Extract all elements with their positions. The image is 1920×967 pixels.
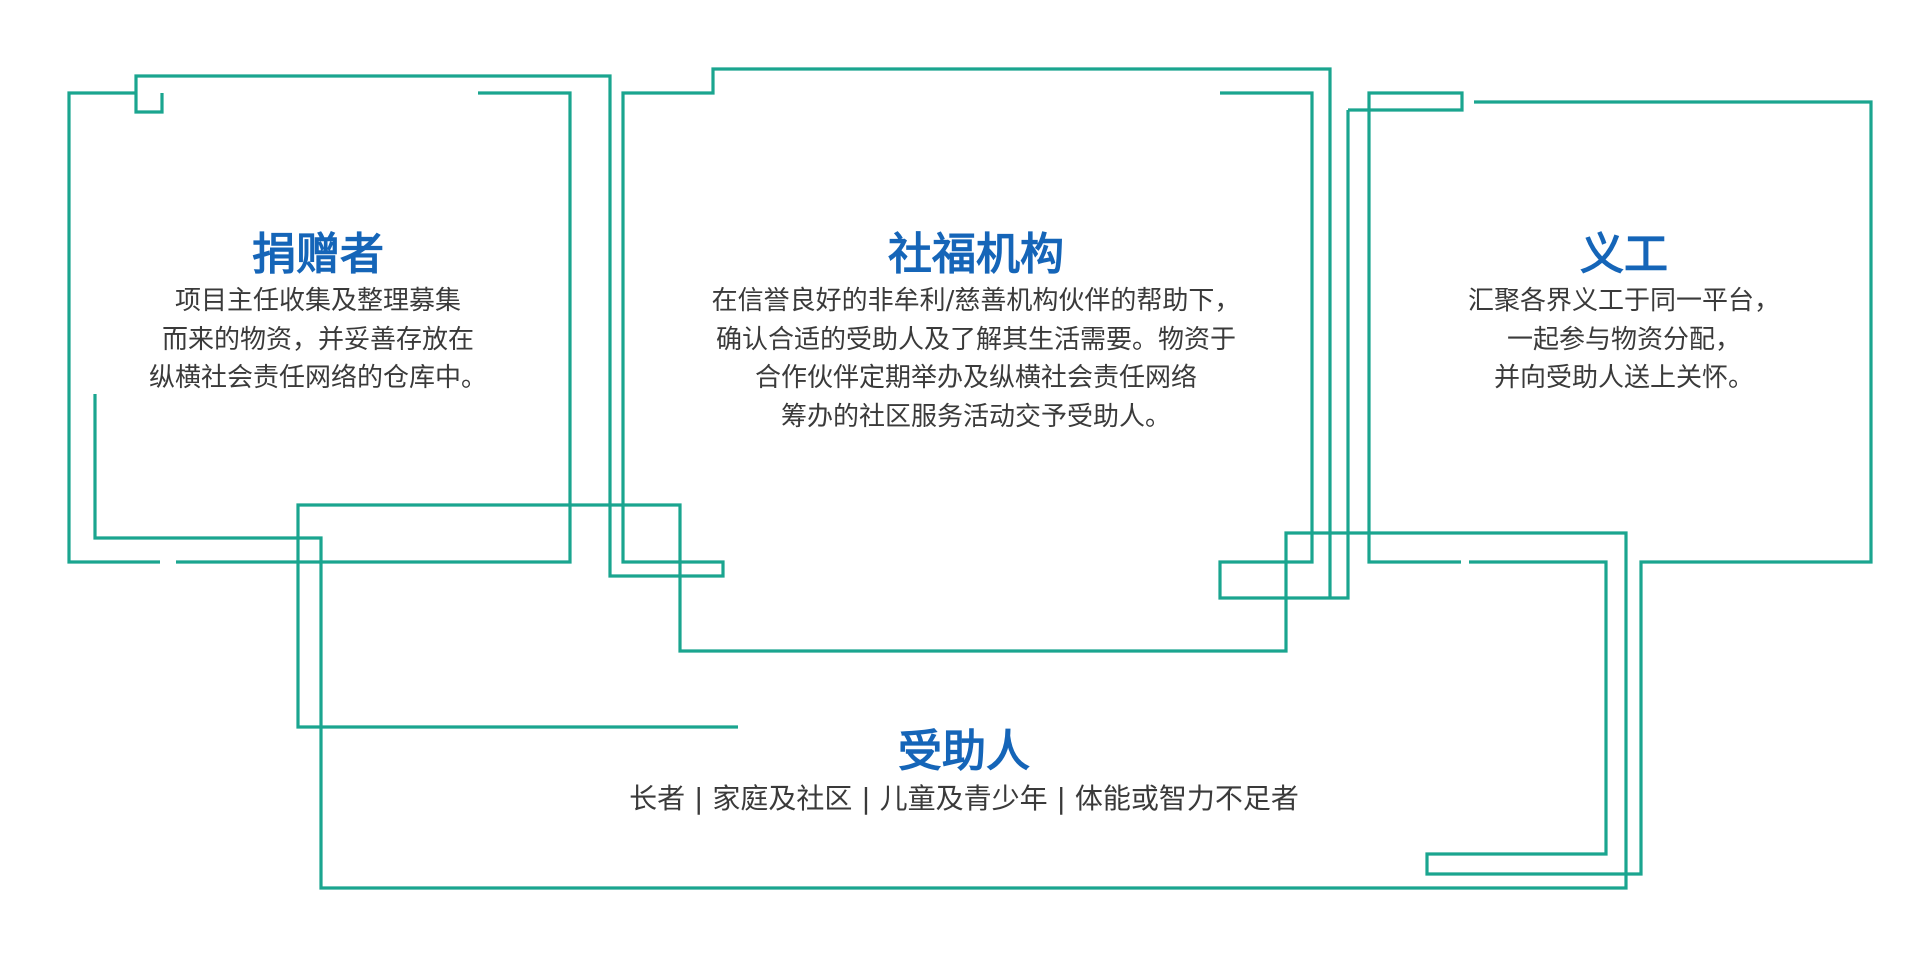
organization-block: 社福机构 在信誉良好的非牟利/慈善机构伙伴的帮助下， 确认合适的受助人及了解其生… bbox=[712, 230, 1241, 436]
organization-frame-right bbox=[1218, 91, 1350, 600]
donor-title: 捐赠者 bbox=[251, 229, 384, 280]
organization-line: 确认合适的受助人及了解其生活需要。物资于 bbox=[715, 324, 1237, 355]
volunteer-line: 汇聚各界义工于同一平台， bbox=[1467, 286, 1781, 316]
volunteer-line: 并向受助人送上关怀。 bbox=[1493, 363, 1755, 393]
donor-frame bbox=[67, 91, 572, 564]
organization-title: 社福机构 bbox=[887, 229, 1064, 280]
beneficiary-title: 受助人 bbox=[898, 726, 1030, 777]
donor-line: 纵横社会责任网络的仓库中。 bbox=[148, 363, 488, 393]
volunteer-line: 一起参与物资分配， bbox=[1506, 324, 1742, 355]
volunteer-title: 义工 bbox=[1579, 229, 1668, 280]
volunteer-block: 义工 汇聚各界义工于同一平台， 一起参与物资分配， 并向受助人送上关怀。 bbox=[1468, 230, 1780, 398]
donor-organization-link bbox=[134, 67, 1332, 598]
organization-line: 合作伙伴定期举办及纵横社会责任网络 bbox=[754, 363, 1198, 393]
beneficiary-categories: 长者 | 家庭及社区 | 儿童及青少年 | 体能或智力不足者 bbox=[629, 782, 1299, 815]
beneficiary-block: 受助人 长者 | 家庭及社区 | 儿童及青少年 | 体能或智力不足者 bbox=[629, 727, 1299, 819]
volunteer-frame bbox=[1348, 91, 1873, 876]
donor-line: 而来的物资，并妥善存放在 bbox=[161, 324, 475, 355]
donor-line: 项目主任收集及整理募集 bbox=[174, 286, 462, 316]
organization-line: 筹办的社区服务活动交予受助人。 bbox=[780, 401, 1172, 432]
beneficiary-frame bbox=[93, 394, 1628, 890]
organization-line: 在信誉良好的非牟利/慈善机构伙伴的帮助下， bbox=[711, 286, 1241, 316]
donor-block: 捐赠者 项目主任收集及整理募集 而来的物资，并妥善存放在 纵横社会责任网络的仓库… bbox=[149, 230, 487, 398]
